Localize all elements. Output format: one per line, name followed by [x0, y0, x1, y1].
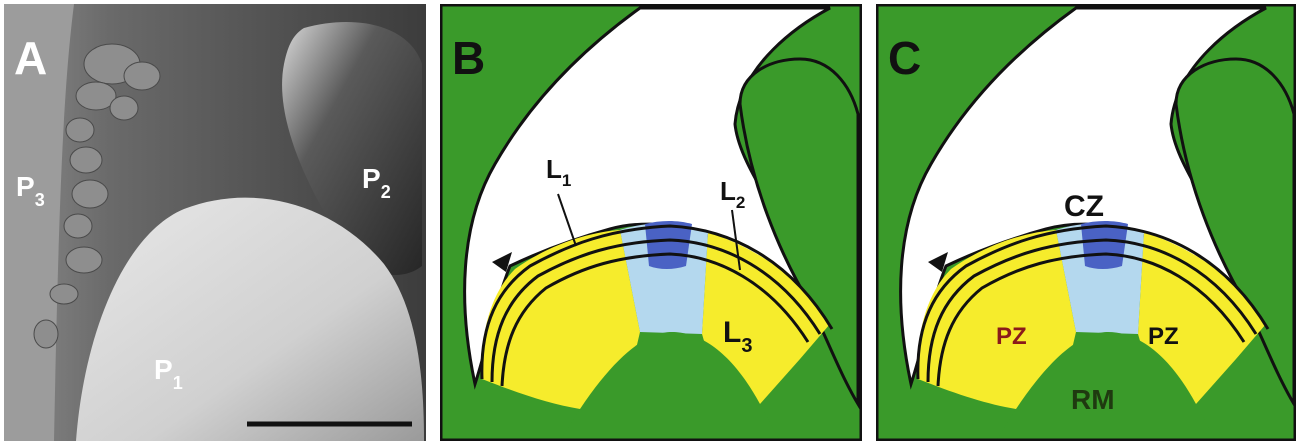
panel-a-micrograph: A P3 P2 P1: [4, 4, 426, 441]
panel-b-diagram: B L1 L2 L3: [440, 4, 862, 441]
label-pz-right: PZ: [1148, 323, 1179, 350]
panel-a-letter: A: [14, 32, 47, 84]
panel-b-letter: B: [452, 32, 485, 84]
label-cz: CZ: [1064, 190, 1104, 223]
panel-c-letter: C: [888, 32, 921, 84]
label-pz-left: PZ: [996, 323, 1027, 350]
panel-c-diagram: C CZ PZ PZ RM: [876, 4, 1296, 441]
label-rm: RM: [1071, 384, 1115, 415]
